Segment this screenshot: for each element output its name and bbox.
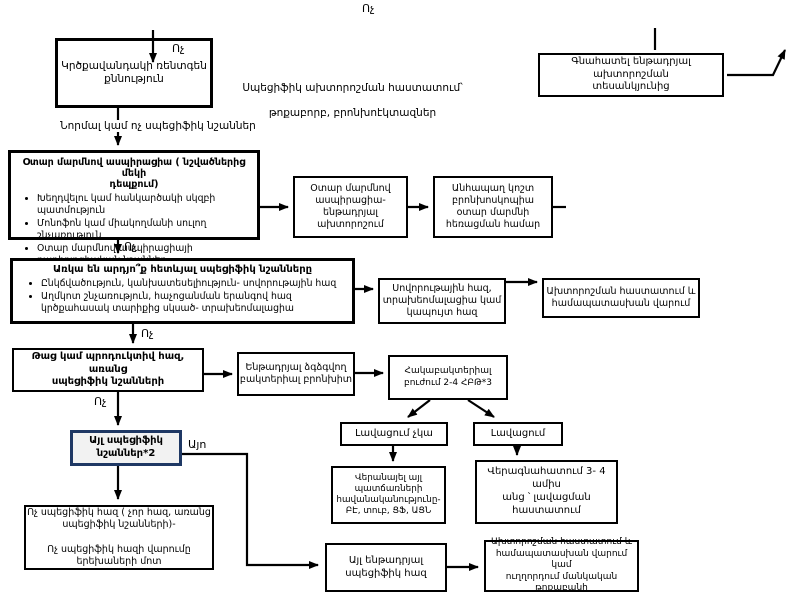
bullet-item: Խեղդվելու կամ հանկարծակի սկզբի պատմությո… bbox=[37, 193, 251, 217]
box-other-presumed-specific-cough: Այլ ենթադրյալ սպեցիֆիկ հազ bbox=[325, 543, 447, 592]
box-chest-xray-text: Կրծքավանդակի ռենտգեն քննություն bbox=[61, 59, 207, 85]
box-confirm-manage-text: Ախտորոշման հաստատում և համապատասխան վարո… bbox=[546, 285, 696, 309]
box-confirm-refer-text: Ախտորոշման հաստատում և համապատասխան վարո… bbox=[490, 537, 633, 594]
box-reconsider-other-causes: Վերանայել այլ պատճառների հավանականությու… bbox=[331, 466, 446, 524]
box-aspiration-presumed-text: Օտար մարմնով ասպիրացիա- ենթադրյալ ախտորո… bbox=[310, 182, 391, 231]
box-nonspecific-cough: Ոչ սպեցիֆիկ հազ ( չոր հազ, առանց սպեցիֆի… bbox=[24, 505, 214, 570]
box-improvement: Լավացում bbox=[473, 422, 563, 446]
connector-antibiotics-to-improve bbox=[467, 399, 495, 418]
box-habitual-text: Սովորութային հազ, տրախեոմալացիա կամ կապո… bbox=[382, 282, 502, 319]
connector-antibiotics-to-noimprove bbox=[407, 399, 431, 418]
box-evaluate-text: Գնահատել ենթադրյալ ախտորոշման տեսանկյուն… bbox=[571, 55, 691, 93]
bullet-item: Ընկճվածություն, կանխատեսելիություն- սովո… bbox=[41, 278, 344, 290]
box-reconsider-text: Վերանայել այլ պատճառների հավանականությու… bbox=[336, 472, 441, 517]
box-antibiotics-text: Հակաբակտերիալ բուժում 2-4 ՀԲԹ*3 bbox=[404, 365, 492, 388]
box-rigid-bronchoscopy: Անհապաղ կոշտ բրոնխոսկոպիա օտար մարմնի հե… bbox=[433, 176, 553, 238]
box-nonspecific-cough-text: Ոչ սպեցիֆիկ հազ ( չոր հազ, առանց սպեցիֆի… bbox=[27, 507, 211, 567]
box-protracted-bacterial-bronchitis: Ենթադրյալ ձգձգվող բակտերիալ բրոնխիտ bbox=[237, 352, 355, 396]
box-specific-signs-question: Առկա են արդյո՞ք հետևյալ սպեցիֆիկ նշաններ… bbox=[10, 258, 355, 324]
box-aspiration-presumed-diagnosis: Օտար մարմնով ասպիրացիա- ենթադրյալ ախտորո… bbox=[293, 176, 408, 238]
box-other-presumed-text: Այլ ենթադրյալ սպեցիֆիկ հազ bbox=[345, 554, 427, 579]
box-other-specific-signs-highlighted: Այլ սպեցիֆիկ նշաններ*2 bbox=[70, 430, 182, 466]
box-improvement-text: Լավացում bbox=[490, 427, 546, 439]
branch-label-no-top: Ոչ bbox=[362, 2, 375, 15]
box-foreign-body-aspiration: Օտար մարմնով ասպիրացիա ( նշվածներից մեկի… bbox=[8, 150, 260, 266]
box-wet-productive-cough: Թաց կամ պրոդուկտիվ հազ, առանց սպեցիֆիկ ն… bbox=[12, 348, 204, 392]
box-no-improvement-text: Լավացում չկա bbox=[355, 427, 433, 439]
box-specific-signs-bullet-list: Ընկճվածություն, կանխատեսելիություն- սովո… bbox=[21, 278, 344, 315]
annotation-specific-diagnosis-confirmation: Սպեցիֆիկ ախտորոշման հաստատում՝ թոքաբորբ,… bbox=[242, 82, 463, 119]
box-chest-xray: Կրծքավանդակի ռենտգեն քննություն bbox=[55, 38, 213, 108]
box-aspiration-title: Օտար մարմնով ասպիրացիա ( նշվածներից մեկի… bbox=[22, 157, 246, 190]
bullet-item: Մոնոֆոն կամ միակողմանի սուլող շնչառությո… bbox=[37, 218, 251, 242]
box-wet-cough-text: Թաց կամ պրոդուկտիվ հազ, առանց սպեցիֆիկ ն… bbox=[31, 350, 185, 388]
box-no-improvement: Լավացում չկա bbox=[340, 422, 448, 446]
box-pbb-text: Ենթադրյալ ձգձգվող բակտերիալ բրոնխիտ bbox=[239, 361, 353, 385]
box-confirm-manage-or-refer: Ախտորոշման հաստատում և համապատասխան վարո… bbox=[484, 537, 639, 594]
branch-label-no-after-wet-cough: Ոչ bbox=[94, 395, 107, 408]
branch-label-yes-other-signs: Այո bbox=[188, 438, 207, 451]
box-specific-signs-title: Առկա են արդյո՞ք հետևյալ սպեցիֆիկ նշաններ… bbox=[52, 264, 313, 275]
box-evaluate-presumed-diagnosis: Գնահատել ենթադրյալ ախտորոշման տեսանկյուն… bbox=[538, 53, 724, 97]
branch-label-no-chest-xray: Ոչ bbox=[172, 42, 185, 55]
bullet-item: Աղմկոտ շնչառություն, հաչոցանման երանգով … bbox=[41, 291, 344, 315]
branch-label-no-after-signs: Ոչ bbox=[141, 327, 154, 340]
box-aspiration-bullet-list: Խեղդվելու կամ հանկարծակի սկզբի պատմությո… bbox=[17, 193, 251, 267]
connector-evaluate-out bbox=[727, 49, 786, 77]
box-reassess-3-4-months: Վերագնահատում 3- 4 ամիս անց ՝ լավացման հ… bbox=[475, 460, 618, 524]
branch-label-no-after-aspiration: Ոչ bbox=[124, 240, 137, 253]
edge-label-normal-or-nonspecific-signs: Նորմալ կամ ոչ սպեցիֆիկ նշաններ bbox=[58, 120, 258, 132]
box-other-specific-signs-text: Այլ սպեցիֆիկ նշաններ*2 bbox=[89, 435, 163, 459]
box-bronchoscopy-text: Անհապաղ կոշտ բրոնխոսկոպիա օտար մարմնի հե… bbox=[445, 182, 541, 231]
box-confirm-and-manage: Ախտորոշման հաստատում և համապատասխան վարո… bbox=[542, 278, 700, 318]
box-habitual-cough: Սովորութային հազ, տրախեոմալացիա կամ կապո… bbox=[378, 278, 506, 324]
box-antibacterial-treatment: Հակաբակտերիալ բուժում 2-4 ՀԲԹ*3 bbox=[388, 355, 508, 400]
connector-othersigns-yes-path bbox=[182, 452, 319, 569]
box-reassess-text: Վերագնահատում 3- 4 ամիս անց ՝ լավացման հ… bbox=[487, 466, 606, 516]
